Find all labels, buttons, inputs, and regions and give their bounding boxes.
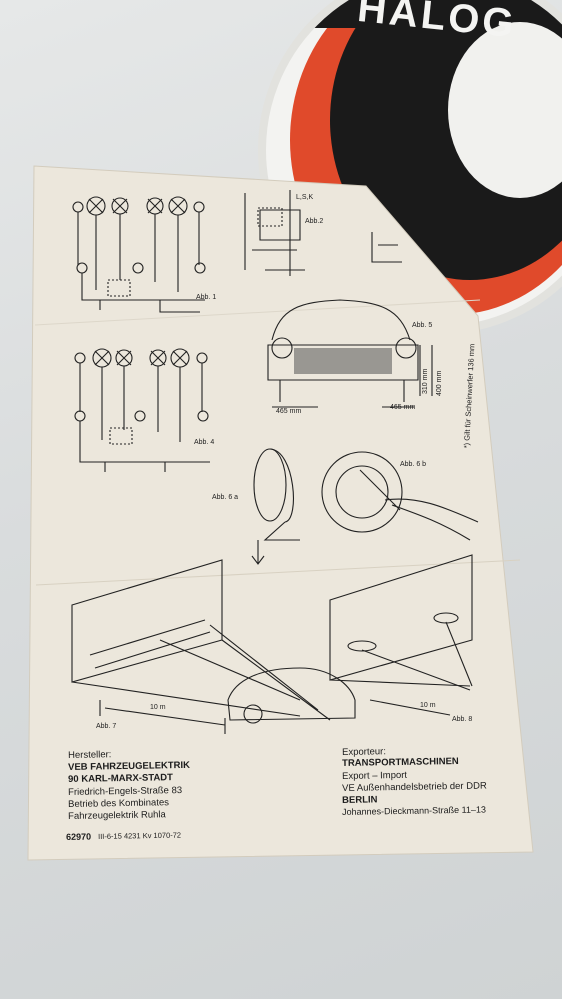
manufacturer-street: Friedrich-Engels-Straße 83 [68,785,183,798]
label-distance-8: 10 m [420,702,436,709]
manufacturer-name: VEB FAHRZEUGELEKTRIK [68,759,191,773]
label-abb4: Abb. 4 [194,439,215,446]
label-dim-left: 465 mm [276,408,302,415]
exporter-heading: Exporteur: [342,746,387,758]
exporter-line2: Export – Import [342,769,408,782]
label-distance-7: 10 m [150,704,166,711]
manufacturer-heading: Hersteller: [68,749,112,761]
print-code-rest: III-6-15 4231 Kv 1070-72 [98,830,182,841]
print-code-number: 62970 [66,831,92,842]
label-abb5: Abb. 5 [412,322,433,329]
label-abb8: Abb. 8 [452,716,473,723]
label-dim-right: 465 mm [390,404,416,411]
label-abb7: Abb. 7 [96,723,117,730]
label-abb1: Abb. 1 [196,294,217,301]
label-dim-height1: 310 mm [422,368,429,394]
exporter-city: BERLIN [342,794,378,806]
label-dim-height2: 400 mm [436,370,443,396]
manufacturer-city: 90 KARL-MARX-STADT [68,772,174,785]
label-lsk: L,S,K [296,194,314,201]
label-abb2: Abb.2 [305,218,324,225]
label-abb6b: Abb. 6 b [400,461,427,468]
manufacturer-line5: Fahrzeugelektrik Ruhla [68,809,166,822]
exporter-name: TRANSPORTMASCHINEN [342,755,459,769]
label-abb6a: Abb. 6 a [212,494,239,501]
manufacturer-line4: Betrieb des Kombinates [68,797,170,810]
